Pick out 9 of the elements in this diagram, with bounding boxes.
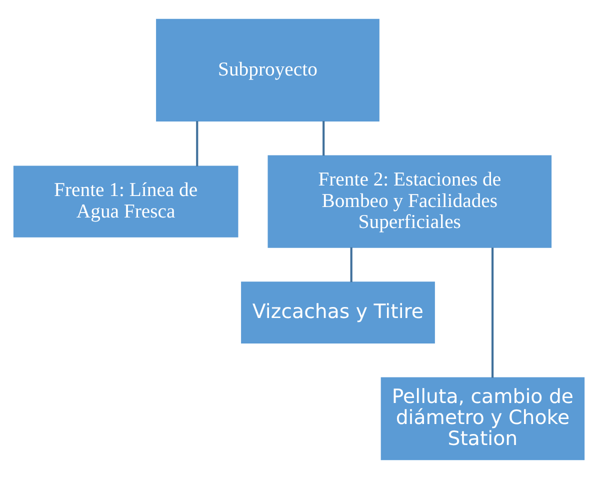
connector <box>196 120 198 166</box>
node-box: Vizcachas y Titire <box>241 281 435 343</box>
node-box: Subproyecto <box>156 18 380 121</box>
node-box: Frente 2: Estaciones de Bombeo y Facilidades Superficiales <box>268 154 552 248</box>
connector <box>322 120 325 156</box>
node-box: Frente 1: Línea de Agua Fresca <box>13 165 238 237</box>
node-box: Pelluta, cambio de diámetro y Choke Station <box>380 376 585 460</box>
connector <box>350 246 352 282</box>
connector <box>491 247 494 378</box>
